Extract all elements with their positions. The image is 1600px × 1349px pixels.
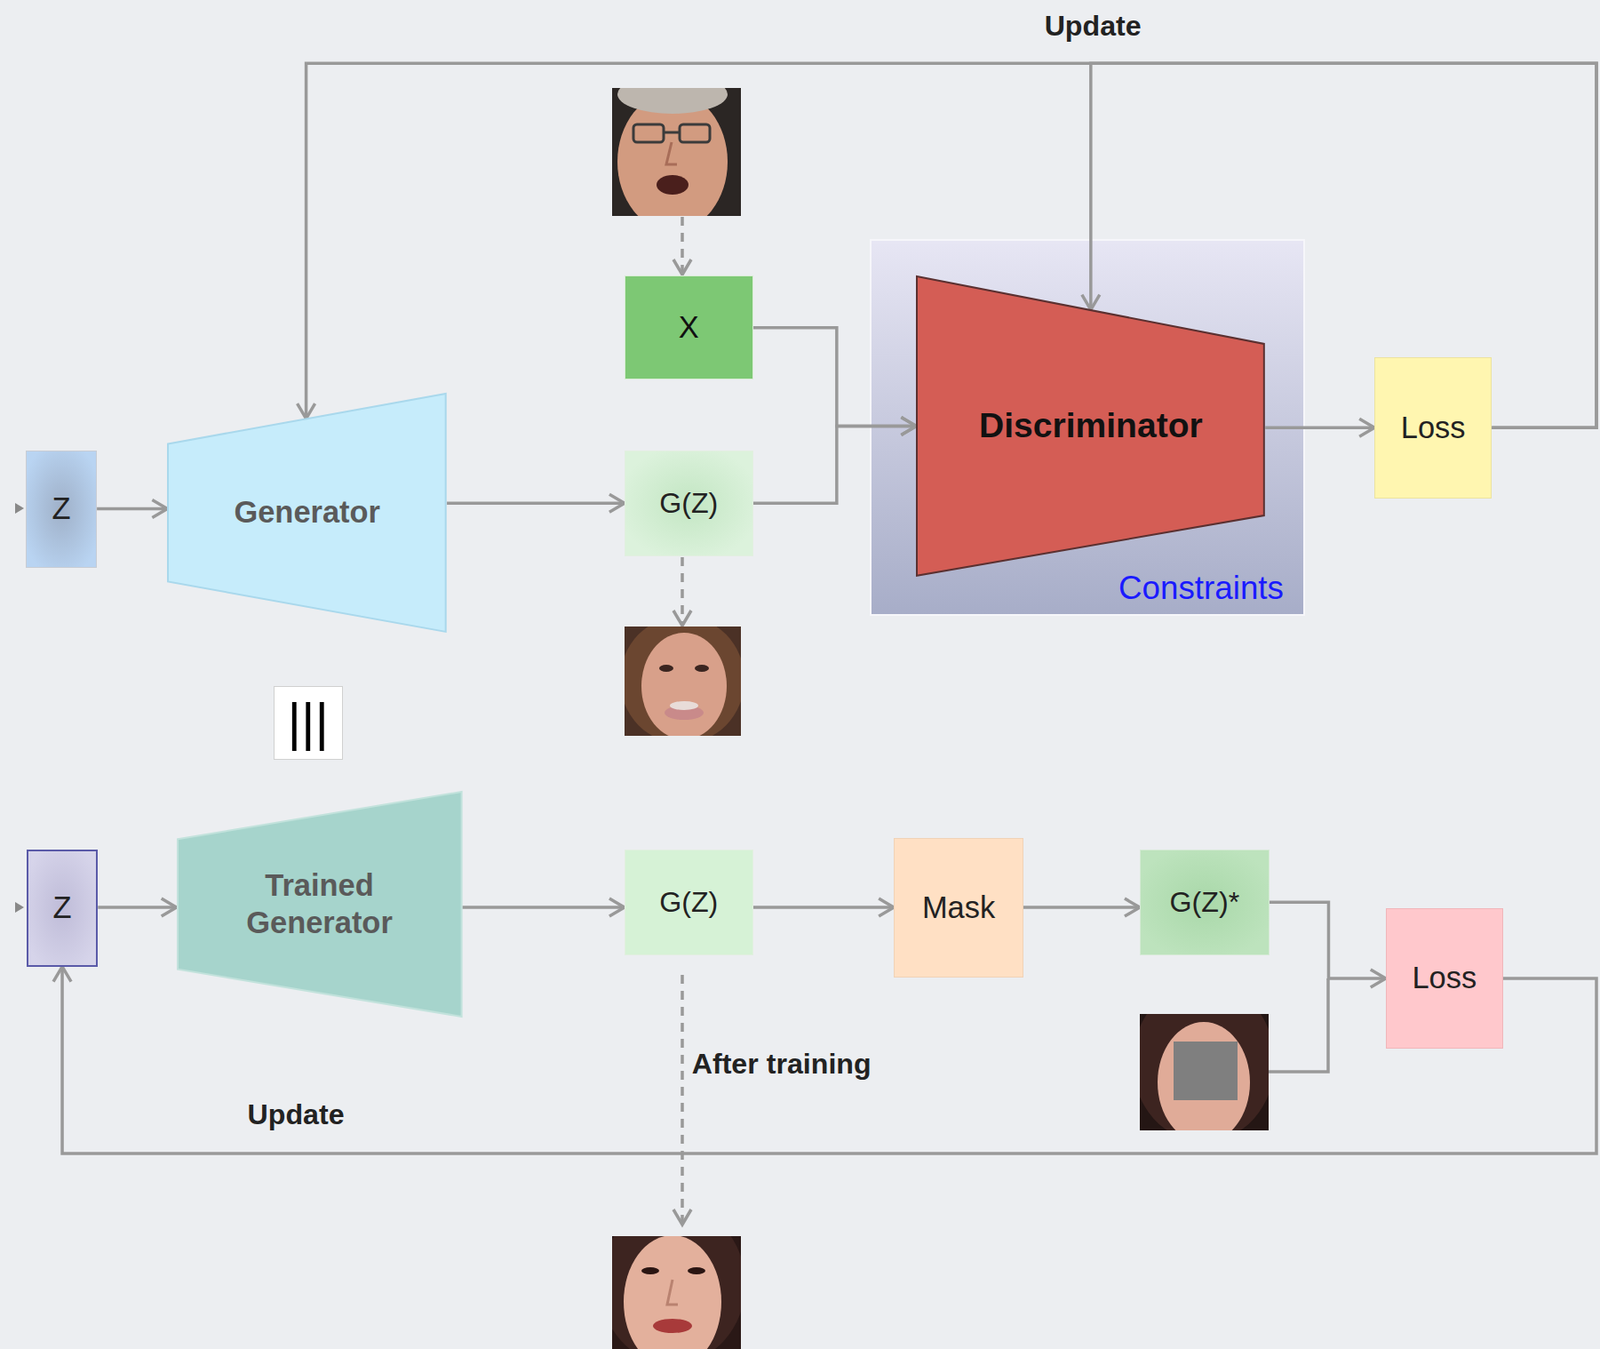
- flow-connector: [753, 327, 917, 427]
- real-sample-box: X: [624, 275, 754, 380]
- loss-box: Loss: [1374, 357, 1492, 499]
- masked-face-photo: [1139, 1013, 1269, 1131]
- face-eye: [694, 664, 709, 672]
- node-text: Z: [51, 490, 71, 527]
- dashed-arrow: [680, 974, 685, 1225]
- dashed-arrow: [680, 557, 685, 626]
- merge-wire: [1268, 978, 1329, 1072]
- flow-connector: [62, 966, 1597, 1154]
- equivalence-sign: |||: [273, 685, 343, 760]
- input-pointer: [15, 901, 24, 913]
- node-text: Loss: [1400, 409, 1466, 446]
- face-skin: [623, 1235, 722, 1349]
- face-nose: [667, 1279, 678, 1305]
- node-text: Loss: [1411, 959, 1477, 996]
- glasses-lens: [679, 124, 710, 143]
- discriminator-network: Discriminator: [915, 275, 1266, 577]
- node-text: X: [678, 309, 700, 346]
- real-face-photo: [612, 87, 741, 216]
- node-text: Constraints: [1118, 568, 1284, 608]
- discriminator-network-trapezoid: [916, 276, 1265, 576]
- node-text: Trained Generator: [217, 867, 422, 941]
- masked-sample-box: G(Z)*: [1139, 849, 1270, 956]
- face-skin: [1157, 1021, 1250, 1131]
- flow-connector: [97, 905, 176, 909]
- completed-face-photo: [612, 1235, 741, 1349]
- trained-generator-trapezoid: [177, 791, 462, 1017]
- annotation-label: After training: [692, 1046, 872, 1082]
- generator-network: Generator: [167, 392, 447, 633]
- node-text: Z: [53, 889, 72, 926]
- mask-square: [1173, 1041, 1238, 1100]
- generator-network-trapezoid: [167, 393, 446, 632]
- glasses-bridge: [663, 131, 680, 135]
- node-text: Discriminator: [979, 405, 1203, 447]
- flow-connector: [461, 905, 625, 909]
- trained-generator: Trained Generator: [176, 790, 463, 1018]
- edge-label: Update: [1042, 7, 1145, 43]
- node-text: |||: [287, 690, 330, 755]
- trained-generator-outline: [176, 790, 463, 1018]
- glasses-lens: [633, 124, 664, 143]
- flow-connector: [1023, 905, 1140, 909]
- face-hair: [617, 87, 728, 114]
- constraints-panel: [870, 239, 1305, 615]
- face-nose: [666, 142, 677, 165]
- flow-connector: [753, 426, 917, 504]
- node-text: Mask: [922, 889, 996, 926]
- generated-sample-box: G(Z): [624, 849, 754, 956]
- face-hair: [1139, 1013, 1269, 1131]
- flow-connector: [753, 905, 895, 909]
- face-eye: [659, 664, 674, 672]
- flow-connector: [1269, 901, 1386, 979]
- flow-connector: [1265, 426, 1375, 430]
- generated-sample-box: G(Z): [624, 450, 754, 557]
- constraints-panel: Constraints Discriminator: [870, 239, 1305, 615]
- flow-connector: [446, 501, 625, 506]
- node-text: G(Z): [659, 884, 718, 920]
- generated-face-photo: [624, 626, 741, 736]
- input-pointer: [15, 502, 24, 514]
- face-eye: [687, 1266, 706, 1274]
- latent-vector: Z: [26, 849, 98, 967]
- face-hair: [624, 626, 741, 736]
- dashed-arrow: [680, 216, 685, 275]
- node-text: G(Z): [659, 485, 718, 521]
- face-mouth: [652, 1318, 693, 1333]
- face-skin: [641, 632, 727, 736]
- face-mouth: [656, 175, 689, 195]
- latent-vector: Z: [25, 450, 97, 568]
- edge-label: Update: [245, 1097, 348, 1132]
- face-eye: [641, 1266, 660, 1274]
- loss-box: Loss: [1385, 907, 1504, 1048]
- face-artifact: [669, 700, 699, 710]
- mask-box: Mask: [893, 837, 1024, 978]
- node-text: G(Z)*: [1170, 884, 1241, 920]
- flow-connector: [96, 507, 168, 511]
- node-text: Generator: [233, 493, 381, 531]
